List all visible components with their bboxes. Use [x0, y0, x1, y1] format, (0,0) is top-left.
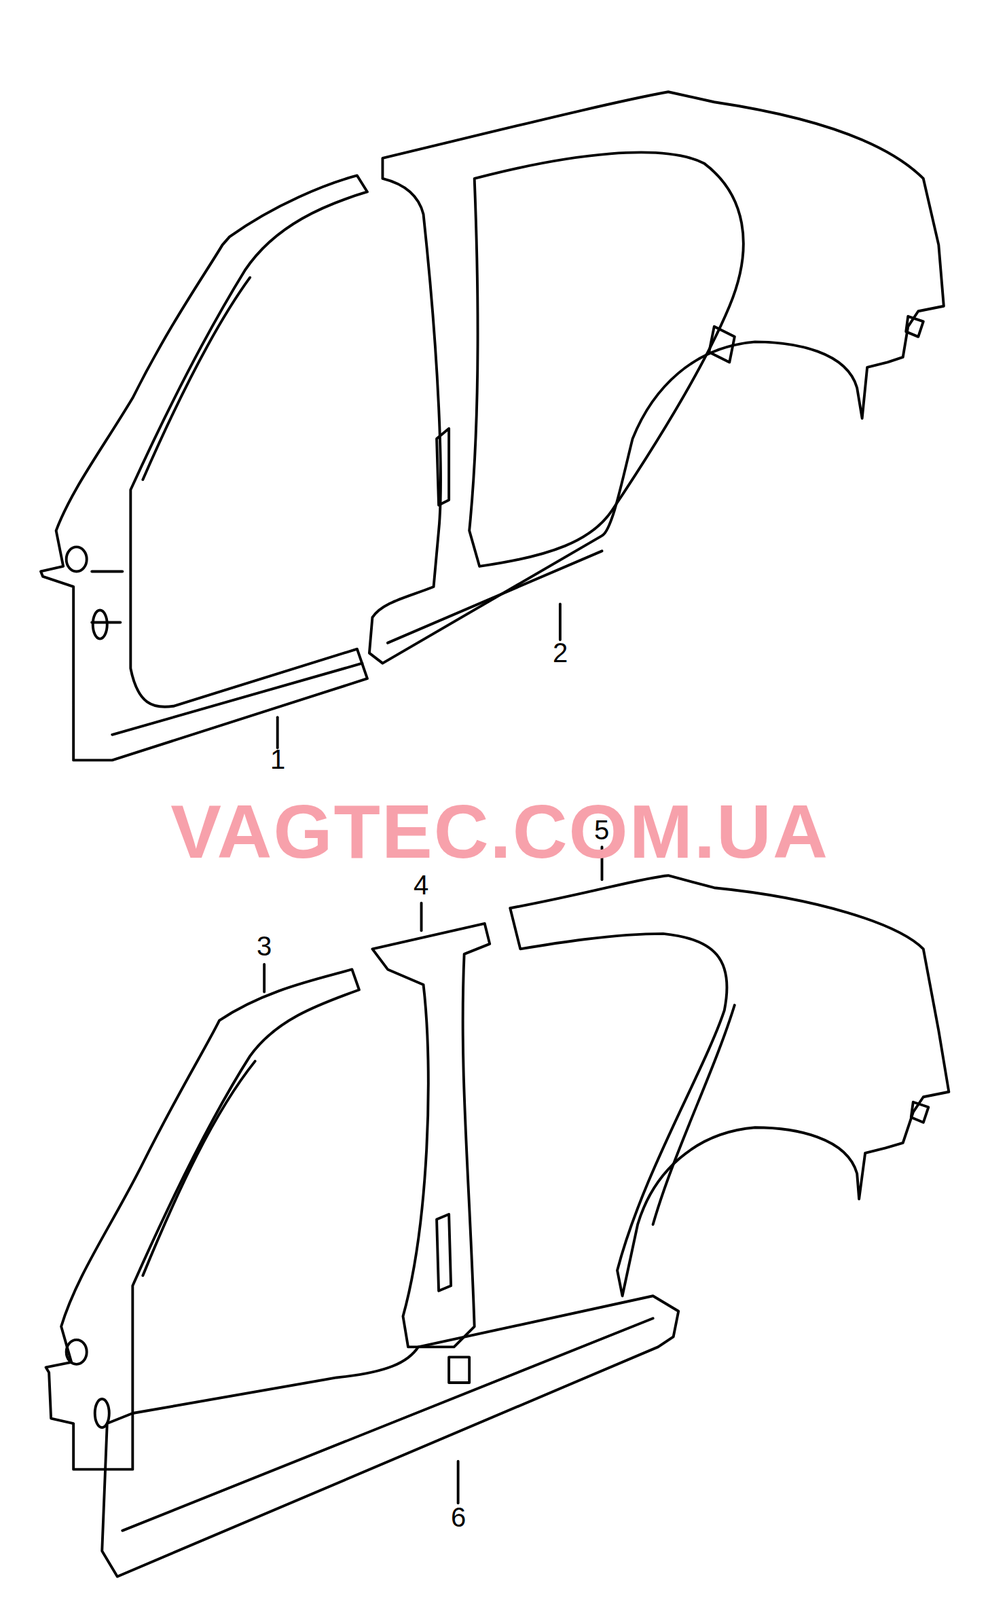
- watermark: VAGTEC.COM.UA: [170, 793, 830, 870]
- callout-number: 6: [450, 1503, 466, 1531]
- callout-number: 3: [256, 932, 272, 960]
- callout-number: 2: [552, 638, 568, 667]
- callout-number: 1: [270, 745, 286, 773]
- callout-number: 5: [594, 816, 610, 844]
- callout-number: 4: [413, 871, 429, 899]
